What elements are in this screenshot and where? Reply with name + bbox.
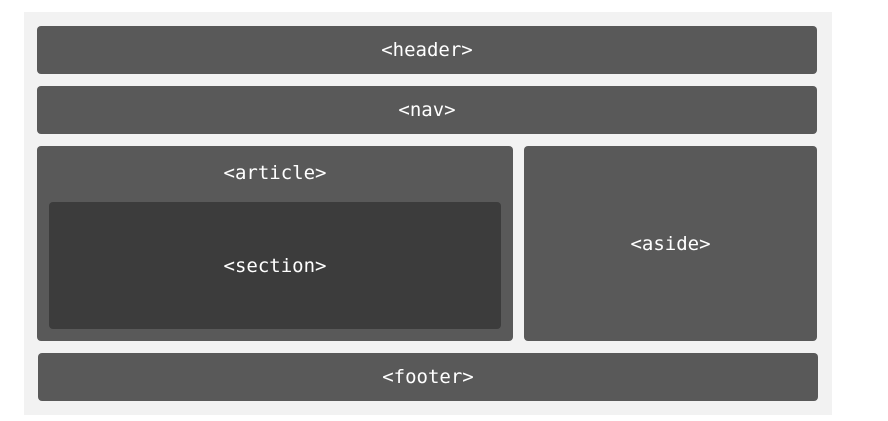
header-block: <header>: [37, 26, 817, 74]
header-label: <header>: [381, 39, 473, 61]
article-label: <article>: [223, 162, 327, 184]
aside-block: <aside>: [524, 146, 817, 341]
nav-block: <nav>: [37, 86, 817, 134]
nav-label: <nav>: [398, 99, 456, 121]
article-block: <article> <section>: [37, 146, 513, 341]
aside-label: <aside>: [630, 232, 711, 255]
layout-diagram: <header> <nav> <article> <section> <asid…: [24, 12, 832, 415]
footer-block: <footer>: [38, 353, 818, 401]
section-block: <section>: [49, 202, 501, 329]
section-label: <section>: [223, 254, 327, 277]
footer-label: <footer>: [382, 366, 474, 388]
